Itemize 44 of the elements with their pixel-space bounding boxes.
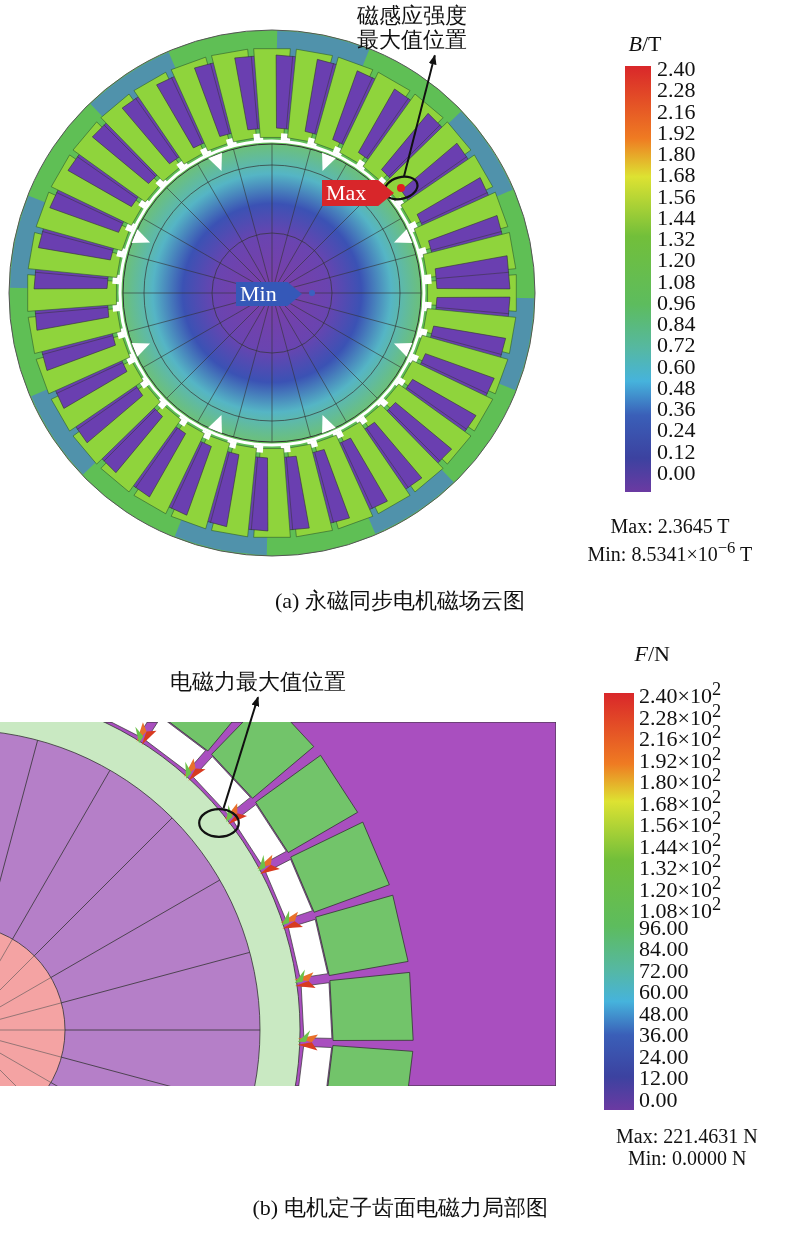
tick-label: 0.60: [657, 355, 696, 378]
min-tag: Min: [236, 282, 302, 306]
tick-label: 0.84: [657, 313, 696, 335]
tick-label: 84.00: [639, 938, 689, 960]
tick-label: 24.00: [639, 1045, 689, 1068]
tick-label: 1.80: [657, 143, 696, 165]
figure-caption: (a) 永磁同步电机磁场云图: [275, 590, 525, 612]
tick-label: 1.92: [657, 121, 696, 144]
min-value-text: Min: 0.0000 N: [628, 1148, 747, 1168]
tick-label: 1.32: [657, 228, 696, 250]
tick-label: 1.08: [657, 270, 696, 293]
tick-label: 48.00: [639, 1002, 689, 1025]
tick-label: 0.96: [657, 291, 696, 314]
callout-text: 电磁力最大值位置: [138, 670, 378, 695]
tick-label: 36.00: [639, 1024, 689, 1046]
marker-ellipse: [383, 176, 419, 200]
tick-label: 1.56: [657, 185, 696, 208]
max-value-text: Max: 2.3645 T: [610, 516, 730, 536]
tick-label: 2.16: [657, 100, 696, 123]
tick-label: 60.00: [639, 981, 689, 1003]
tick-label: 12.00: [639, 1067, 689, 1089]
tick-label: 2.40: [657, 58, 696, 80]
max-tag: Max: [322, 180, 394, 206]
tick-label: 1.68: [657, 164, 696, 187]
tick-label: 1.20: [657, 249, 696, 272]
tick-label: 0.48: [657, 376, 696, 399]
marker-ellipse: [198, 808, 240, 838]
tick-label: 0.72: [657, 334, 696, 357]
leader-arrow: [222, 696, 260, 810]
min-value-text: Min: 8.5341×10$^{−6}$ T: [587, 540, 753, 564]
tick-label: 0.00: [639, 1088, 678, 1111]
max-value-text: Max: 221.4631 N: [616, 1126, 758, 1146]
axis-title: F/N: [634, 643, 670, 665]
tick-label: 1.44: [657, 206, 696, 229]
tick-label: 0.00: [657, 461, 696, 484]
tick-label: 72.00: [639, 959, 689, 982]
figure-caption: (b) 电机定子齿面电磁力局部图: [252, 1197, 548, 1219]
tick-label: 0.24: [657, 419, 696, 442]
axis-title: B/T: [628, 33, 662, 55]
tick-label: 0.12: [657, 440, 696, 463]
callout-text: 磁感应强度最大值位置: [355, 4, 469, 53]
tick-label: 2.28: [657, 79, 696, 102]
leader-arrow: [403, 54, 437, 178]
tick-label: 0.36: [657, 398, 696, 420]
